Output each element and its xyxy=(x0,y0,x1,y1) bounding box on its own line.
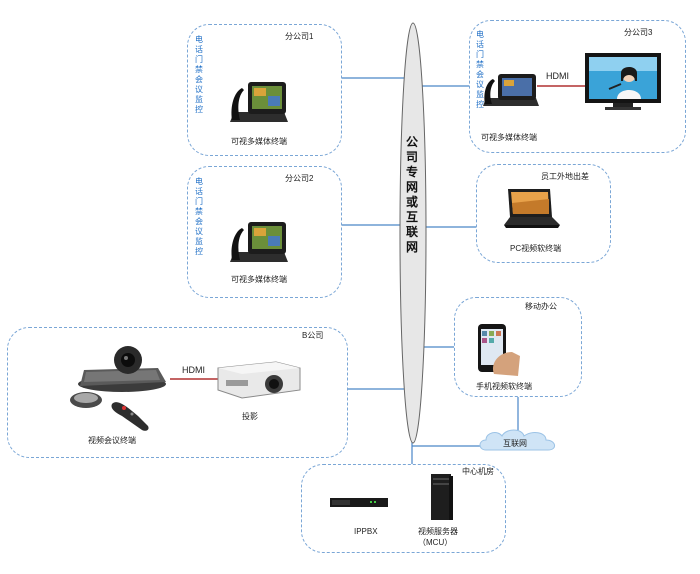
hq-title: B公司 xyxy=(302,331,324,340)
branch3-services: 电话门禁会议监控 xyxy=(476,30,484,109)
network-label: 公司专网或互联网 xyxy=(405,135,418,254)
branch3-title: 分公司3 xyxy=(624,28,653,37)
laptop-icon xyxy=(504,189,560,228)
video-phone-icon xyxy=(230,82,288,122)
cloud-icon xyxy=(479,429,555,451)
travel-title: 员工外地出差 xyxy=(541,172,589,181)
internet-label: 互联网 xyxy=(503,439,527,448)
projector-label: 投影 xyxy=(242,412,258,421)
hdmi-cable xyxy=(537,85,587,87)
center-title: 中心机房 xyxy=(462,467,494,476)
branch3-hdmi-label: HDMI xyxy=(546,71,569,81)
branch1-title: 分公司1 xyxy=(285,32,314,41)
network-backbone xyxy=(399,22,427,444)
video-phone-icon xyxy=(230,222,288,262)
travel-device-label: PC视频软终端 xyxy=(510,244,562,253)
ippbx-label: IPPBX xyxy=(354,527,378,536)
center-box xyxy=(301,464,506,553)
tv-monitor-icon xyxy=(585,53,661,110)
hq-hdmi-label: HDMI xyxy=(182,365,205,375)
mobile-box xyxy=(454,297,582,397)
mcu-label-line2: （MCU） xyxy=(418,538,453,547)
hq-box xyxy=(7,327,348,458)
branch1-services: 电话门禁会议监控 xyxy=(195,35,203,114)
branch1-device-label: 可视多媒体终端 xyxy=(231,137,287,146)
video-phone-icon xyxy=(483,74,539,106)
smartphone-icon xyxy=(478,324,520,376)
branch3-device-label: 可视多媒体终端 xyxy=(481,133,537,142)
mobile-title: 移动办公 xyxy=(525,302,557,311)
mcu-server-icon xyxy=(431,474,453,520)
mcu-label-line1: 视频服务器 xyxy=(418,527,458,536)
hdmi-cable xyxy=(170,378,218,380)
ippbx-server-icon xyxy=(330,498,388,507)
branch2-services: 电话门禁会议监控 xyxy=(195,177,203,256)
hq-device-label: 视频会议终端 xyxy=(88,436,136,445)
projector-icon xyxy=(217,361,301,399)
video-conference-camera-icon xyxy=(70,346,166,431)
branch2-title: 分公司2 xyxy=(285,174,314,183)
branch2-device-label: 可视多媒体终端 xyxy=(231,275,287,284)
mobile-device-label: 手机视频软终端 xyxy=(476,382,532,391)
